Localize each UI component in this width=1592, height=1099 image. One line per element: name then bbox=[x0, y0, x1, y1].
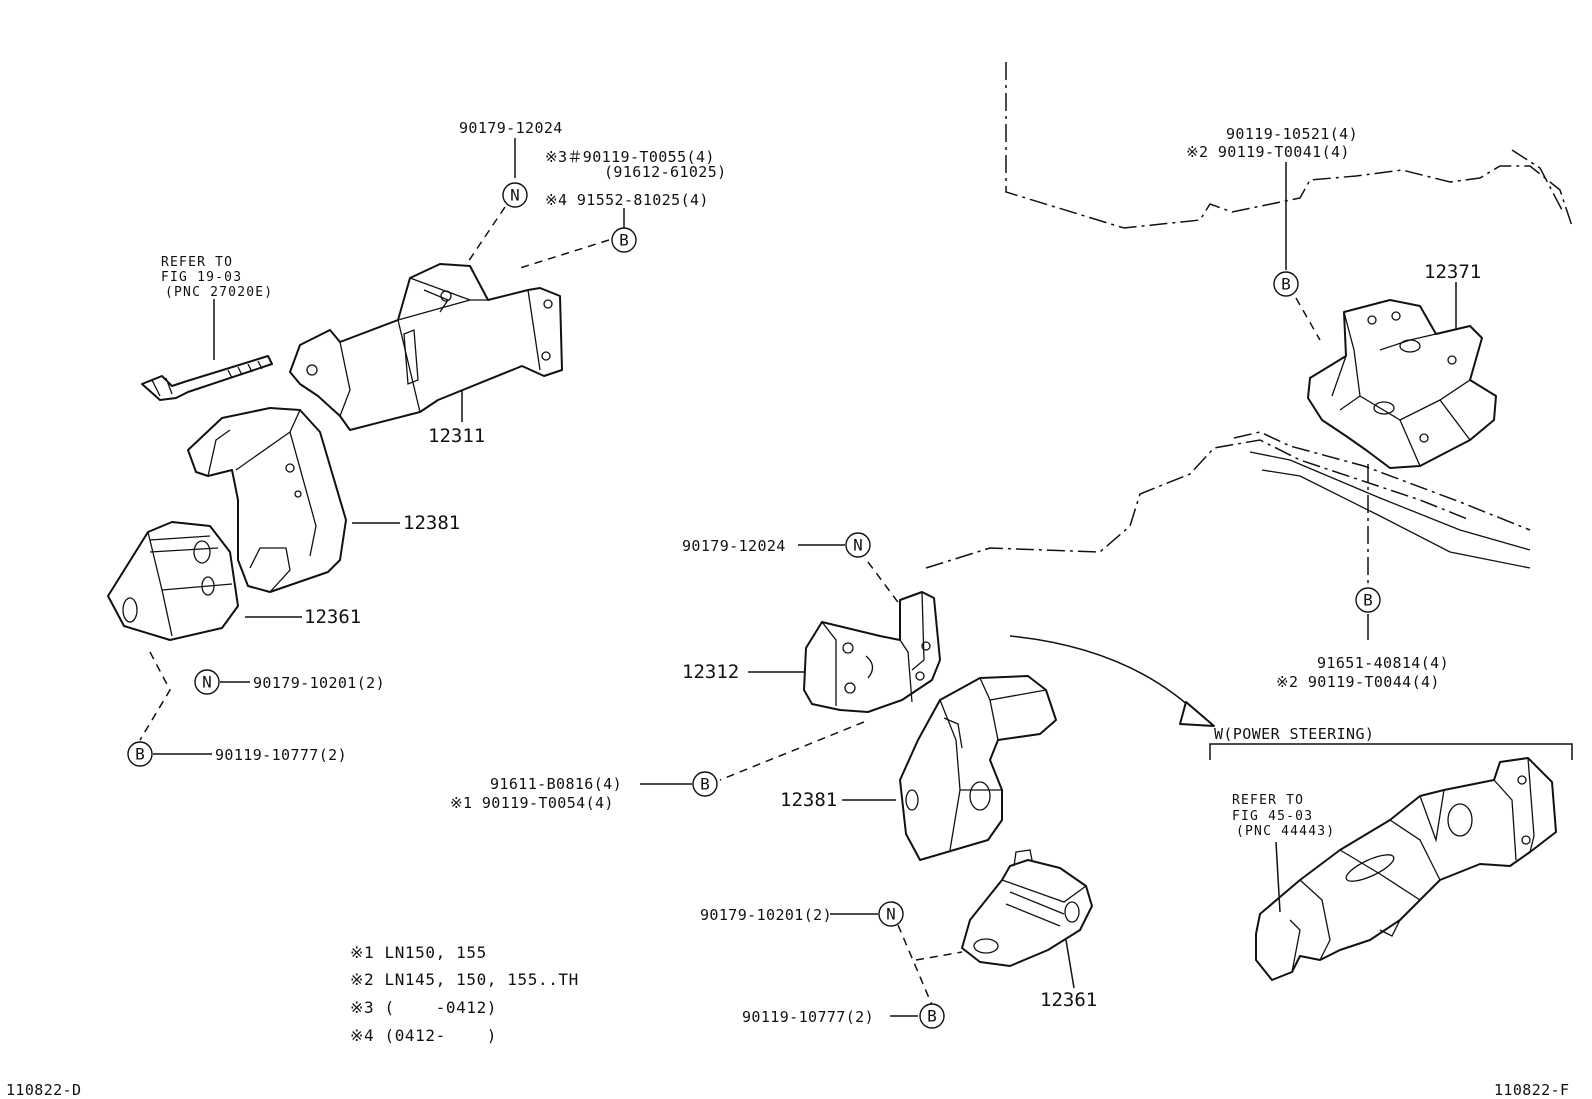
stud-bolt-part bbox=[141, 355, 273, 401]
b-mark: B bbox=[135, 745, 145, 764]
bolt-a-label: 90119-10521(4) bbox=[1226, 125, 1358, 143]
b-mark: B bbox=[700, 775, 710, 794]
power-steering-bracket-part bbox=[1255, 757, 1557, 981]
center-assembly: 90179-12024 12312 91611-B0816(4) ※1 9011… bbox=[450, 532, 1097, 1029]
bolt-b-label: ※2 90119-T0041(4) bbox=[1186, 143, 1350, 161]
bolt-top-label: 90179-12024 bbox=[682, 537, 786, 555]
power-steering-label: W(POWER STEERING) bbox=[1214, 725, 1374, 743]
engine-mount-12371-part bbox=[1307, 299, 1497, 469]
b-mark: B bbox=[1281, 275, 1291, 294]
bolt-v4-label: ※4 91552-81025(4) bbox=[545, 191, 709, 209]
insulator-label: 12381 bbox=[403, 512, 460, 534]
nut-label: 90179-10201(2) bbox=[700, 906, 832, 924]
n-mark: N bbox=[510, 186, 520, 205]
bolt-c-label: 91651-40814(4) bbox=[1317, 654, 1449, 672]
left-assembly: 90179-12024 ※3＃90119-T0055(4) (91612-610… bbox=[107, 119, 727, 767]
note-4: ※4 (0412- ) bbox=[350, 1026, 497, 1045]
insulator-12381-part bbox=[187, 407, 347, 593]
b-mark: B bbox=[927, 1007, 937, 1026]
notes-legend: ※1 LN150, 155 ※2 LN145, 150, 155..TH ※3 … bbox=[350, 943, 579, 1045]
b-mark: B bbox=[619, 231, 629, 250]
bolt-bottom-label: 90119-10777(2) bbox=[215, 746, 347, 764]
note-1: ※1 LN150, 155 bbox=[350, 943, 487, 962]
bracket-label: 12312 bbox=[682, 661, 739, 683]
bolt-a-label: 91611-B0816(4) bbox=[490, 775, 622, 793]
bolt-d-label: ※2 90119-T0044(4) bbox=[1276, 673, 1440, 691]
right-assembly: 90119-10521(4) ※2 90119-T0041(4) 12371 9… bbox=[925, 62, 1573, 691]
bolt-top-label: 90179-12024 bbox=[459, 119, 563, 137]
engine-bracket-12312-part bbox=[803, 591, 941, 713]
refer-line-1: REFER TO bbox=[1232, 793, 1304, 808]
power-steering-variant: W(POWER STEERING) REFER TO FIG 45-03 (PN… bbox=[1009, 635, 1573, 981]
mount-label: 12361 bbox=[304, 606, 361, 628]
n-mark: N bbox=[886, 905, 896, 924]
engine-bracket-12311-part bbox=[289, 263, 563, 431]
engine-mount-12361-part bbox=[107, 521, 239, 641]
refer-line-1: REFER TO bbox=[161, 255, 233, 270]
bolt-bottom-label: 90119-10777(2) bbox=[742, 1008, 874, 1026]
refer-line-2: FIG 45-03 bbox=[1232, 809, 1313, 824]
nut-label: 90179-10201(2) bbox=[253, 674, 385, 692]
insulator-12381-part bbox=[899, 675, 1057, 861]
mount-label: 12371 bbox=[1424, 261, 1481, 283]
mount-label: 12361 bbox=[1040, 989, 1097, 1011]
refer-line-3: (PNC 44443) bbox=[1236, 824, 1335, 839]
b-mark: B bbox=[1363, 591, 1373, 610]
bolt-v3-label: ※3＃90119-T0055(4) bbox=[545, 148, 715, 166]
bolt-b-label: ※1 90119-T0054(4) bbox=[450, 794, 614, 812]
engine-mount-12361-part bbox=[961, 849, 1093, 967]
bolt-v3-alt-label: (91612-61025) bbox=[604, 163, 727, 181]
note-3: ※3 ( -0412) bbox=[350, 998, 497, 1017]
n-mark: N bbox=[202, 673, 212, 692]
refer-line-3: (PNC 27020E) bbox=[165, 285, 273, 300]
figure-code-right: 110822-F bbox=[1494, 1081, 1569, 1099]
bracket-label: 12311 bbox=[428, 425, 485, 447]
insulator-label: 12381 bbox=[780, 789, 837, 811]
refer-line-2: FIG 19-03 bbox=[161, 270, 242, 285]
n-mark: N bbox=[853, 536, 863, 555]
note-2: ※2 LN145, 150, 155..TH bbox=[350, 970, 579, 989]
figure-code-left: 110822-D bbox=[6, 1081, 81, 1099]
